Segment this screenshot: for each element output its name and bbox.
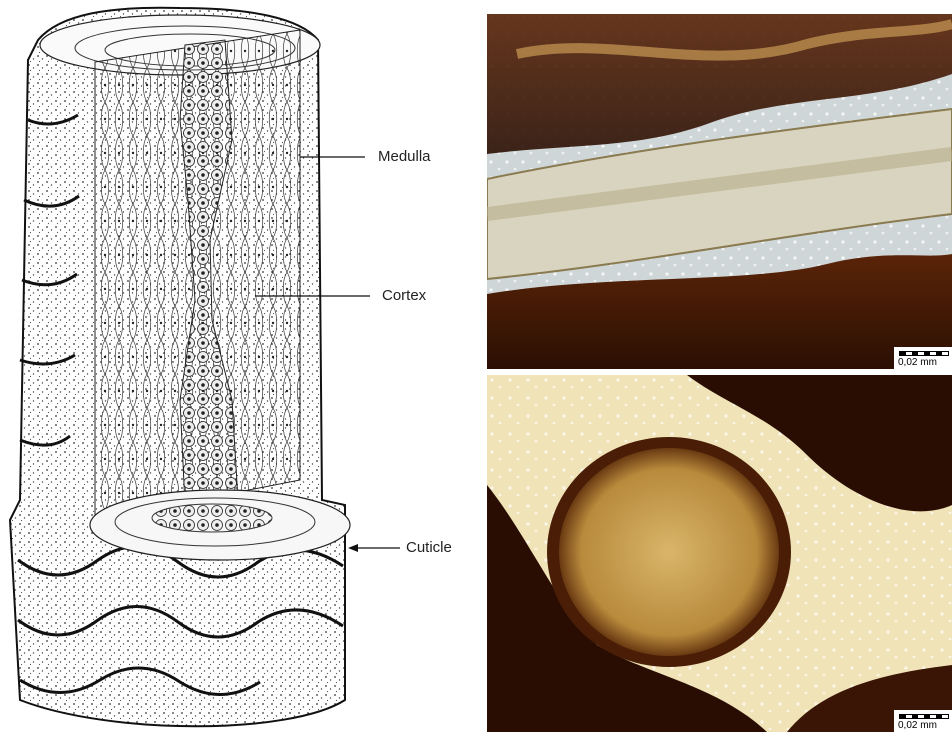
cortex-label: Cortex [382,287,426,304]
scale-bar: 0,02 mm [894,347,952,369]
hair-cross-section-view [487,375,952,732]
hair-cross-section-illustration [0,0,480,748]
hair-longitudinal-view [487,14,952,369]
cross-section-micrograph: 0,02 mm [487,375,952,732]
scale-bar-label: 0,02 mm [898,720,937,731]
cuticle-label: Cuticle [406,539,452,556]
longitudinal-micrograph: 0,02 mm [487,14,952,369]
scale-bar: 0,02 mm [894,710,952,732]
medulla-label: Medulla [378,148,431,165]
hair-structure-diagram: Medulla Cortex Cuticle [0,0,480,748]
scale-bar-label: 0,02 mm [898,357,937,368]
